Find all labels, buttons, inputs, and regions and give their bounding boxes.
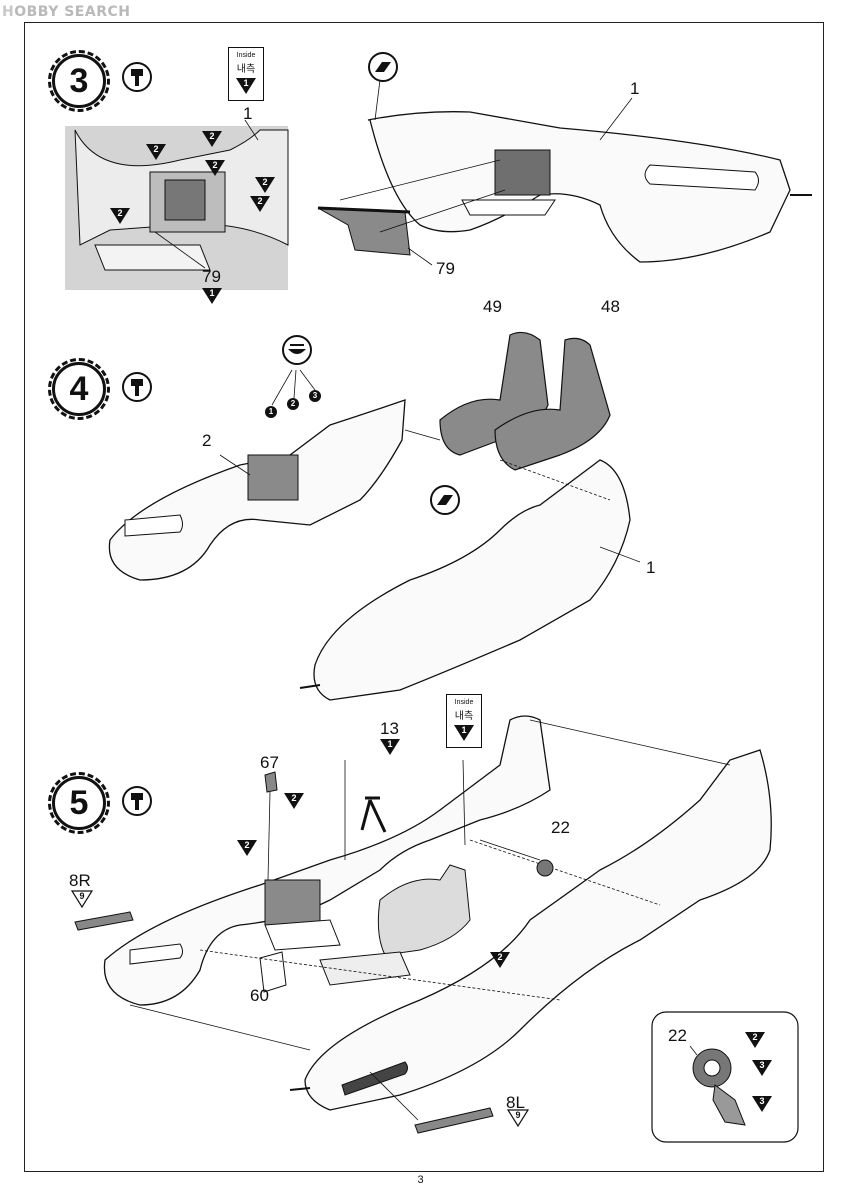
- decal-icon: [282, 335, 312, 365]
- part-label-1: 1: [243, 104, 253, 123]
- cement-icon: [122, 372, 152, 402]
- part-label-60: 60: [250, 986, 269, 1005]
- code-triangle: [752, 1096, 772, 1112]
- cement-icon: [122, 786, 152, 816]
- code-triangle: [745, 1032, 765, 1048]
- part-label-1: 1: [630, 79, 640, 98]
- inset-part-label-22: 22: [668, 1026, 687, 1045]
- part-label-2: 2: [202, 431, 212, 450]
- sequence-2: 2: [287, 398, 299, 410]
- code-triangle: [490, 952, 510, 968]
- sequence-1: 1: [265, 406, 277, 418]
- page-frame: [24, 22, 824, 1172]
- code-triangle: [284, 793, 304, 809]
- part-label-79: 79: [202, 267, 221, 286]
- part-label-49: 49: [483, 297, 502, 316]
- code-triangle: [380, 739, 400, 755]
- code-triangle: [110, 208, 130, 224]
- code-triangle: [454, 725, 474, 741]
- sequence-3: 3: [309, 390, 321, 402]
- code-triangle: [205, 160, 225, 176]
- part-label-1: 1: [646, 558, 656, 577]
- part-label-79: 79: [436, 259, 455, 278]
- step-4-badge: 4: [48, 358, 110, 420]
- paint-icon: [430, 485, 460, 515]
- cement-icon: [122, 62, 152, 92]
- step-5-badge: 5: [48, 772, 110, 834]
- code-triangle: [202, 288, 222, 304]
- part-label-67: 67: [260, 753, 279, 772]
- part-label-8R: 8R: [69, 871, 91, 890]
- code-triangle: [202, 131, 222, 147]
- code-triangle: [250, 196, 270, 212]
- page-number: 3: [417, 1174, 424, 1186]
- part-label-8L: 8L: [506, 1093, 525, 1112]
- code-triangle: [237, 840, 257, 856]
- part-label-48: 48: [601, 297, 620, 316]
- inside-label-step3: Inside 내측 1: [228, 47, 264, 101]
- inside-label-step5: Inside 내측 1: [446, 694, 482, 748]
- paint-icon: [368, 52, 398, 82]
- code-triangle: [236, 78, 256, 94]
- code-triangle: [146, 144, 166, 160]
- part-label-22: 22: [551, 818, 570, 837]
- step-3-badge: 3: [48, 50, 110, 112]
- code-triangle: [752, 1060, 772, 1076]
- watermark: HOBBY SEARCH: [2, 4, 131, 20]
- code-triangle: [255, 177, 275, 193]
- part-label-13: 13: [380, 719, 399, 738]
